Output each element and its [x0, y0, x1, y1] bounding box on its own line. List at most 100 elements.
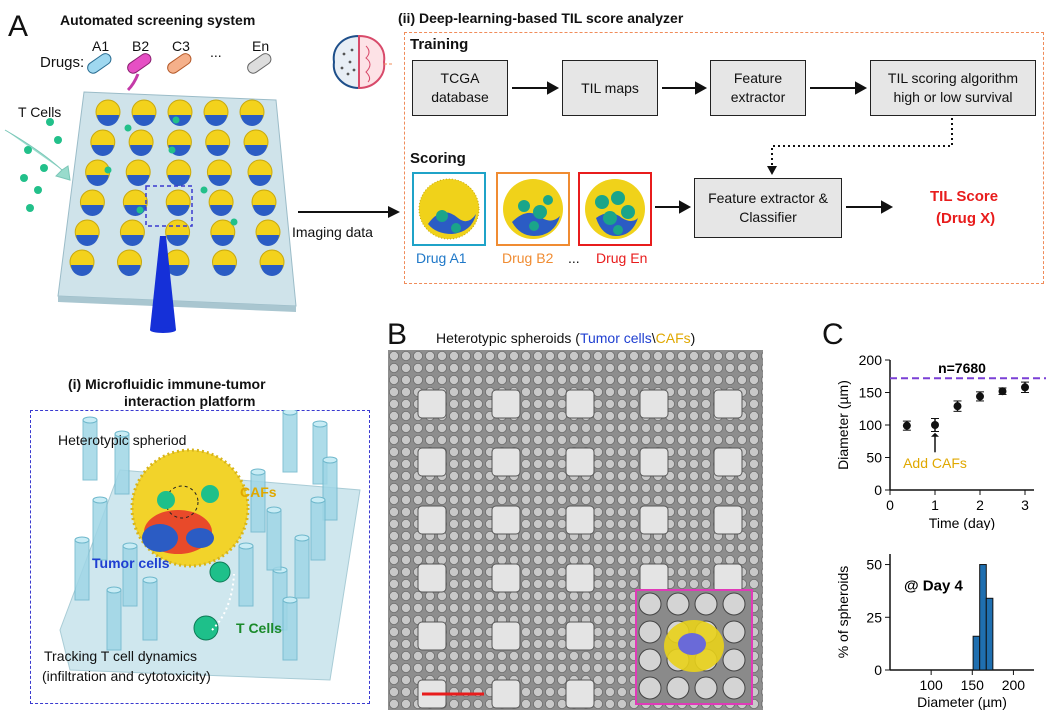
micro-well: [491, 563, 521, 593]
inset-pillar: [638, 676, 662, 700]
data-point: [931, 421, 939, 429]
tcells-label-top: T Cells: [18, 104, 62, 120]
pillar-top: [74, 536, 90, 544]
micro-well: [565, 621, 595, 651]
panel-letter-c: C: [822, 318, 844, 351]
pillar: [82, 419, 98, 481]
day-annotation: @ Day 4: [904, 578, 963, 595]
well-tumor-core: [211, 235, 234, 247]
n-annotation: n=7680: [938, 360, 986, 376]
well-tumor-core: [213, 265, 236, 276]
data-point: [1021, 383, 1029, 392]
x-tick-label: 1: [931, 497, 939, 513]
pillars: [74, 410, 338, 661]
pillar-top: [266, 506, 282, 514]
well-tumor-core: [261, 265, 283, 276]
y-tick-label: 0: [874, 662, 882, 678]
pillar-top: [310, 496, 326, 504]
micro-well: [417, 621, 447, 651]
well-tumor-core: [210, 205, 233, 216]
y-tick-label: 25: [866, 609, 882, 625]
til-score-label: TIL Score: [930, 188, 999, 205]
panel-letter-a: A: [8, 10, 29, 43]
thumb-label-b2: Drug B2: [502, 250, 554, 266]
thumb-spheroids: [418, 178, 645, 240]
analyzer-arrows: [512, 81, 953, 214]
micro-well: [639, 563, 669, 593]
well-tumor-core: [249, 175, 271, 186]
micrograph-title-sep: \: [651, 330, 656, 346]
pillar: [266, 509, 282, 571]
micro-well: [417, 505, 447, 535]
micrograph-title-tumor: Tumor cells: [579, 330, 652, 346]
well-tumor-core: [167, 205, 190, 216]
pillar-top: [122, 542, 138, 550]
micro-well: [565, 389, 595, 419]
tcell-dots: [20, 118, 62, 212]
x-tick-label: 0: [886, 497, 894, 513]
inset-pillar: [638, 620, 662, 644]
micro-well: [417, 563, 447, 593]
data-point: [998, 387, 1007, 396]
screening-title: Automated screening system: [60, 12, 256, 28]
tcell-dot: [104, 166, 112, 174]
spheroid-label: Heterotypic spheriod: [58, 432, 187, 448]
thumb-label-en: Drug En: [596, 250, 648, 266]
tcell-flow-arrow: [4, 129, 71, 181]
light-cone: [150, 236, 176, 330]
panel-letter-b: B: [387, 318, 408, 351]
inset-pillar: [722, 592, 746, 616]
micro-well: [565, 505, 595, 535]
scoring-label: Scoring: [410, 150, 466, 167]
add-cafs-arrowhead: [931, 432, 939, 437]
pillar-top: [322, 456, 338, 464]
micro-well: [713, 389, 743, 419]
data-point: [902, 421, 911, 430]
micro-well: [639, 505, 669, 535]
tcells-label-bottom: T Cells: [236, 620, 282, 636]
thumb-label-dots: ...: [568, 250, 580, 266]
micro-well: [491, 389, 521, 419]
micro-well: [491, 679, 521, 709]
tcell-dot: [124, 124, 132, 132]
micro-well: [713, 563, 743, 593]
pillar: [106, 589, 122, 651]
well-tumor-core: [86, 175, 109, 187]
inset-pillar: [638, 648, 662, 672]
classifier-box: Feature extractor & Classifier: [694, 178, 842, 238]
data-point: [953, 402, 962, 411]
analyzer-frame: [404, 32, 1044, 284]
platform-title-2: interaction platform: [124, 393, 256, 409]
x-tick-label: 3: [1021, 497, 1029, 513]
y-tick-label: 150: [859, 385, 883, 401]
tracking-label-2: (infiltration and cytotoxicity): [42, 668, 211, 684]
pillar: [238, 545, 254, 607]
y-tick-label: 200: [859, 352, 883, 368]
well-tumor-core: [205, 115, 227, 126]
til-scoring-box: TIL scoring algorithm high or low surviv…: [870, 60, 1036, 116]
well-tumor-core: [130, 145, 153, 157]
pillar-top: [106, 586, 122, 594]
add-cafs-label: Add CAFs: [903, 455, 967, 471]
histogram-bar: [972, 635, 981, 671]
tcell-dot: [200, 186, 208, 194]
micro-well: [417, 389, 447, 419]
histogram-bar: [985, 597, 994, 671]
pillar: [282, 411, 298, 473]
platform-illustration: [59, 410, 361, 681]
tcell-cells: [193, 561, 231, 641]
well-tumor-core: [71, 265, 93, 276]
pillar-top: [250, 468, 266, 476]
well-tumor-core: [167, 175, 190, 187]
til-maps-box-text: TIL maps: [581, 79, 639, 96]
inset-pillar: [638, 592, 662, 616]
drug-name-a1: A1: [92, 38, 110, 54]
tcell-dot: [230, 218, 238, 226]
cafs-label: CAFs: [240, 484, 277, 500]
til-score-drug: (Drug X): [936, 210, 996, 227]
well-tumor-core: [257, 235, 279, 246]
pillar: [92, 499, 108, 561]
well-tumor-core: [127, 175, 150, 187]
pillar-top: [312, 420, 328, 428]
